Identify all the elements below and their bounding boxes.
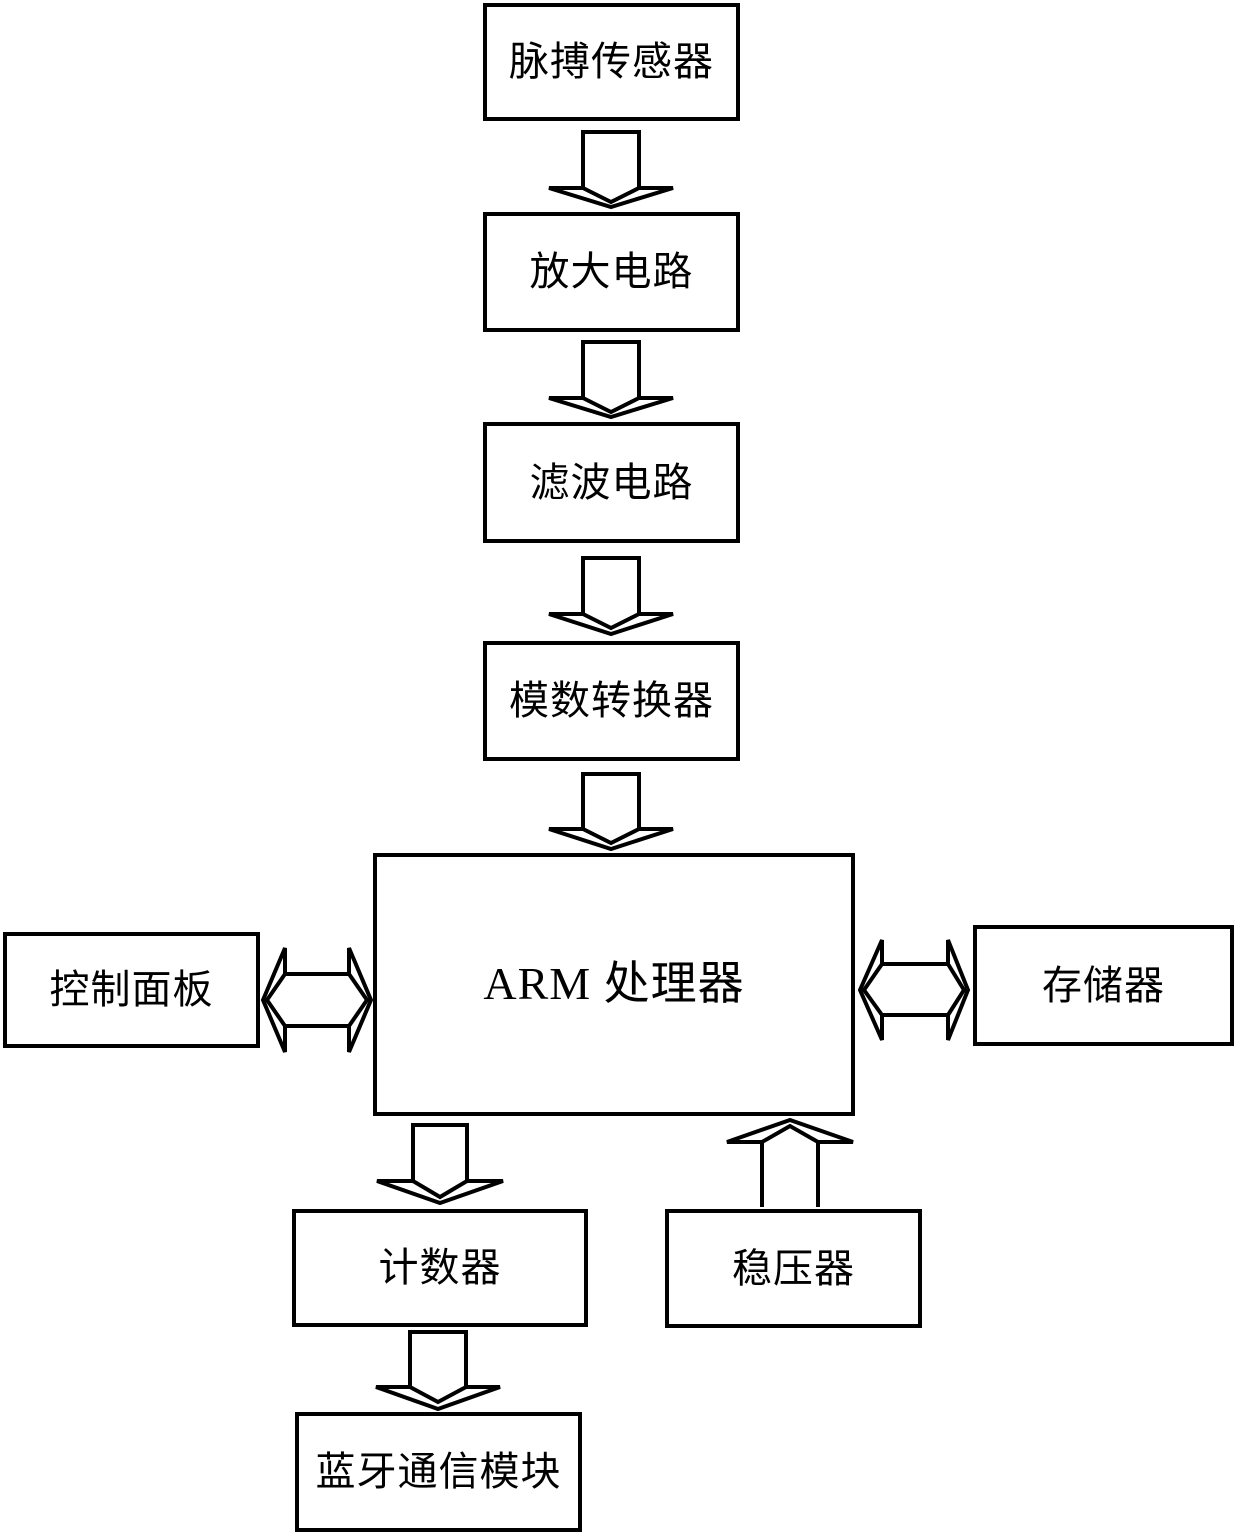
node-memory-label: 存储器 xyxy=(1042,962,1165,1008)
node-bluetooth-module-label: 蓝牙通信模块 xyxy=(315,1449,562,1494)
node-regulator-label: 稳压器 xyxy=(732,1245,855,1291)
node-amplifier: 放大电路 xyxy=(483,212,740,332)
node-control-panel: 控制面板 xyxy=(3,932,260,1048)
arrow-filter-to-adc-icon xyxy=(548,556,674,637)
node-control-panel-label: 控制面板 xyxy=(49,967,214,1012)
node-filter: 滤波电路 xyxy=(483,422,740,543)
node-arm-processor-label: ARM 处理器 xyxy=(483,958,745,1010)
node-bluetooth-module: 蓝牙通信模块 xyxy=(295,1412,582,1532)
arrow-adc-to-arm-icon xyxy=(548,772,674,852)
node-pulse-sensor-label: 脉搏传感器 xyxy=(509,39,714,84)
node-regulator: 稳压器 xyxy=(665,1209,922,1328)
arrow-arm-to-counter-icon xyxy=(376,1123,504,1206)
arrow-amplifier-to-filter-icon xyxy=(548,340,674,420)
node-adc-label: 模数转换器 xyxy=(509,678,714,723)
node-memory: 存储器 xyxy=(973,925,1234,1046)
arrow-regulator-to-arm-icon xyxy=(726,1117,854,1207)
node-adc: 模数转换器 xyxy=(483,641,740,761)
arrow-control-panel-arm-icon xyxy=(260,947,374,1053)
node-counter: 计数器 xyxy=(292,1209,588,1327)
arrow-arm-memory-icon xyxy=(857,939,971,1041)
arrow-counter-to-bluetooth-icon xyxy=(375,1330,501,1412)
node-arm-processor: ARM 处理器 xyxy=(373,853,855,1116)
node-amplifier-label: 放大电路 xyxy=(529,249,694,294)
arrow-pulse-to-amplifier-icon xyxy=(548,130,674,210)
node-filter-label: 滤波电路 xyxy=(529,459,694,505)
node-pulse-sensor: 脉搏传感器 xyxy=(483,3,740,121)
node-counter-label: 计数器 xyxy=(378,1245,502,1290)
